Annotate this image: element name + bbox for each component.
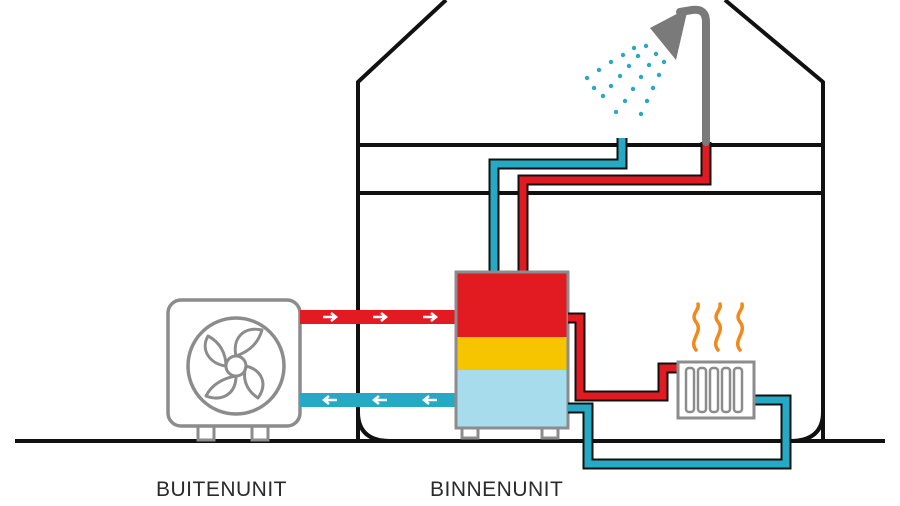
hot-pipe-radiator-fill — [568, 314, 680, 400]
heat-wave-icon — [692, 302, 744, 352]
hot-pipe-outdoor — [300, 310, 456, 324]
hot-pipe-shower-fill — [519, 142, 710, 272]
tank-hot-layer — [456, 272, 568, 337]
cold-pipe-radiator-fill — [568, 396, 790, 468]
flow-arrow-icon — [321, 395, 337, 405]
radiator-icon — [676, 360, 756, 420]
flow-arrow-icon — [373, 312, 389, 322]
flow-arrow-icon — [423, 312, 439, 322]
indoor-unit-casing — [454, 270, 570, 430]
fan-icon — [186, 316, 286, 416]
cold-pipe-outdoor — [300, 393, 456, 407]
flow-arrow-icon — [371, 395, 387, 405]
tank-cold-layer — [456, 370, 568, 428]
flow-arrow-icon — [421, 395, 437, 405]
cold-pipe-shower-fill — [490, 138, 626, 272]
indoor-unit — [454, 270, 570, 440]
house-floor-curve — [356, 411, 825, 443]
indoor-unit-label: BINNENUNIT — [430, 478, 564, 501]
shower-icon — [584, 5, 710, 146]
cold-pipe-shower — [488, 138, 628, 272]
outdoor-unit-label: BUITENUNIT — [156, 478, 287, 501]
flow-arrow-icon — [323, 312, 339, 322]
outdoor-unit — [166, 298, 302, 442]
tank-mid-layer — [456, 337, 568, 370]
